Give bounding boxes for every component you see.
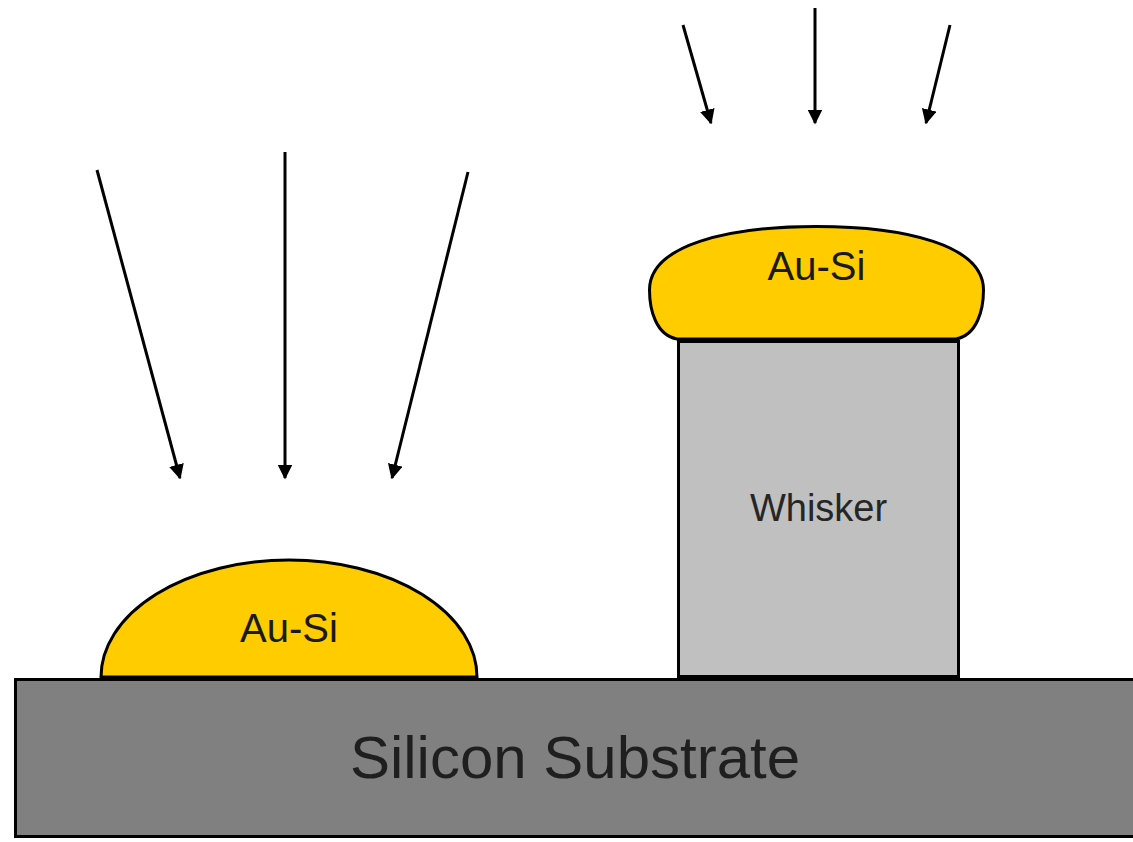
node-label: Whisker — [750, 488, 887, 530]
node-label: Au-Si — [240, 606, 338, 650]
vapor-flux-right — [683, 8, 950, 123]
flux-arrow — [814, 8, 817, 123]
catalyst-droplet-shape — [650, 227, 984, 340]
flux-arrow — [926, 25, 950, 123]
flux-arrow — [97, 170, 180, 478]
flux-arrow — [683, 25, 711, 123]
whisker-column-shape — [679, 342, 959, 677]
flux-arrow — [392, 172, 468, 478]
node-label: Silicon Substrate — [350, 725, 800, 791]
catalyst-droplet: Au-Si — [100, 560, 478, 678]
catalyst-droplet: Au-Si — [648, 225, 985, 340]
silicon-substrate: Silicon Substrate — [14, 678, 1133, 838]
silicon-substrate-shape — [16, 680, 1133, 837]
vapor-flux-left — [97, 152, 468, 478]
whisker-column: Whisker — [677, 340, 960, 678]
node-label: Au-Si — [768, 244, 866, 288]
catalyst-droplet-shape — [101, 560, 477, 677]
flux-arrow — [284, 152, 287, 478]
